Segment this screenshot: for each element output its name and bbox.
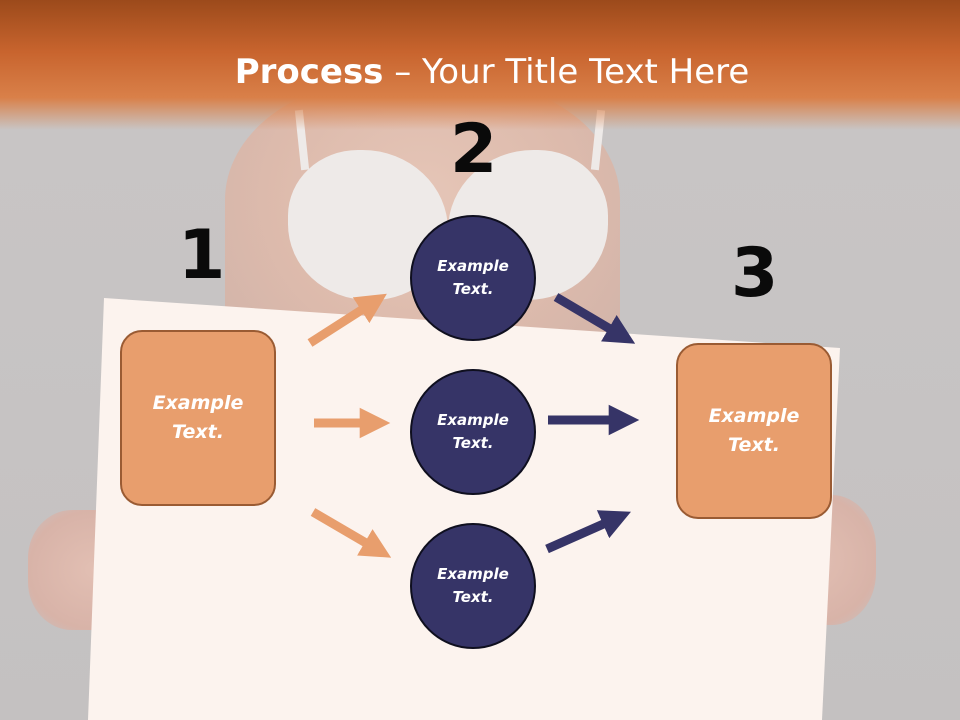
circle-top-text: Example Text. bbox=[437, 257, 509, 298]
step-number-2: 2 bbox=[450, 110, 498, 189]
circle-top[interactable]: Example Text. bbox=[410, 215, 536, 341]
slide-title[interactable]: Process – Your Title Text Here bbox=[0, 52, 960, 92]
step-3-box[interactable]: Example Text. bbox=[676, 343, 832, 519]
step-number-1: 1 bbox=[178, 216, 226, 295]
step-number-3: 3 bbox=[731, 234, 779, 313]
title-rest: – Your Title Text Here bbox=[383, 52, 750, 92]
title-bold: Process bbox=[234, 52, 384, 92]
step-1-box[interactable]: Example Text. bbox=[120, 330, 276, 506]
arrow-from-circle-top bbox=[553, 293, 636, 344]
arrow-to-circle-top bbox=[307, 293, 387, 347]
circle-middle-text: Example Text. bbox=[437, 411, 509, 452]
circle-middle[interactable]: Example Text. bbox=[410, 369, 536, 495]
arrow-to-circle-bottom bbox=[310, 508, 392, 558]
arrow-from-circle-bottom bbox=[545, 510, 631, 554]
step-1-text: Example Text. bbox=[152, 392, 244, 443]
circle-bottom-text: Example Text. bbox=[437, 565, 509, 606]
step-3-text: Example Text. bbox=[708, 405, 800, 456]
circle-bottom[interactable]: Example Text. bbox=[410, 523, 536, 649]
title-bar bbox=[0, 0, 960, 130]
